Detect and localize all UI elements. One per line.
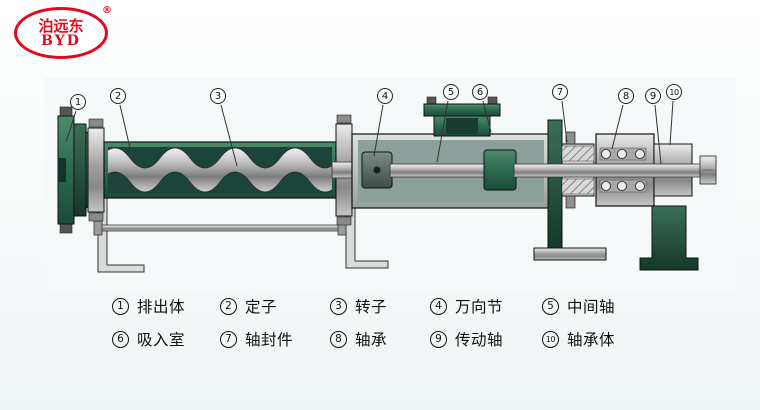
bearings <box>599 147 647 193</box>
callout-5: 5 <box>443 84 459 100</box>
legend-num-4: 4 <box>430 297 447 315</box>
legend-item-10: 10 轴承体 <box>542 328 660 350</box>
inlet-flange <box>423 96 501 137</box>
legend-label-bearing-body: 轴承体 <box>567 331 616 349</box>
legend-item-2: 2 定子 <box>220 295 330 317</box>
legend-num-5: 5 <box>542 297 559 315</box>
seal-packing <box>561 145 595 195</box>
callout-9: 9 <box>645 88 661 104</box>
legend-num-6: 6 <box>112 330 129 348</box>
registered-trademark-icon: ® <box>102 5 112 16</box>
legend-item-5: 5 中间轴 <box>542 295 660 317</box>
logo-oval: 泊远东 BYD <box>14 7 108 59</box>
parts-legend: 1 排出体 2 定子 3 转子 4 万向节 5 中间轴 6 吸入室 7 轴封件 … <box>112 295 664 350</box>
legend-label-universal-joint: 万向节 <box>455 298 504 316</box>
leader-lines <box>65 100 674 167</box>
legend-label-bearing: 轴承 <box>355 331 388 349</box>
legend-label-intermediate-shaft: 中间轴 <box>567 298 616 316</box>
legend-label-shaft-seal: 轴封件 <box>245 331 294 349</box>
legend-item-4: 4 万向节 <box>430 295 542 317</box>
callout-4: 4 <box>377 88 393 104</box>
legend-num-9: 9 <box>430 330 447 348</box>
tie-rod <box>93 220 347 236</box>
callout-6: 6 <box>472 84 488 100</box>
universal-joint <box>361 151 393 189</box>
legend-label-rotor: 转子 <box>355 298 388 316</box>
legend-num-10: 10 <box>542 330 559 348</box>
logo-brand-en: BYD <box>41 33 81 50</box>
brand-logo: 泊远东 BYD ® <box>14 5 112 63</box>
legend-num-7: 7 <box>220 330 237 348</box>
legend-num-2: 2 <box>220 297 237 315</box>
legend-num-1: 1 <box>112 297 129 315</box>
legend-label-discharge-body: 排出体 <box>137 298 186 316</box>
intermediate-shaft <box>389 163 487 178</box>
callout-7: 7 <box>552 84 568 100</box>
right-support-foot <box>639 205 699 271</box>
legend-label-suction-chamber: 吸入室 <box>137 331 186 349</box>
legend-item-7: 7 轴封件 <box>220 328 330 350</box>
callout-2: 2 <box>110 88 126 104</box>
callout-3: 3 <box>210 88 226 104</box>
legend-label-drive-shaft: 传动轴 <box>455 331 504 349</box>
legend-num-3: 3 <box>330 297 347 315</box>
legend-num-8: 8 <box>330 330 347 348</box>
legend-item-8: 8 轴承 <box>330 328 430 350</box>
callout-8: 8 <box>618 88 634 104</box>
logo-brand-cn: 泊远东 <box>38 16 84 35</box>
drive-shaft <box>513 155 717 185</box>
callout-10: 10 <box>666 84 682 100</box>
legend-item-1: 1 排出体 <box>112 295 220 317</box>
legend-item-9: 9 传动轴 <box>430 328 542 350</box>
legend-label-stator: 定子 <box>245 298 278 316</box>
legend-item-6: 6 吸入室 <box>112 328 220 350</box>
coupling-joint <box>483 149 517 191</box>
callout-1: 1 <box>70 94 86 110</box>
legend-item-3: 3 转子 <box>330 295 430 317</box>
